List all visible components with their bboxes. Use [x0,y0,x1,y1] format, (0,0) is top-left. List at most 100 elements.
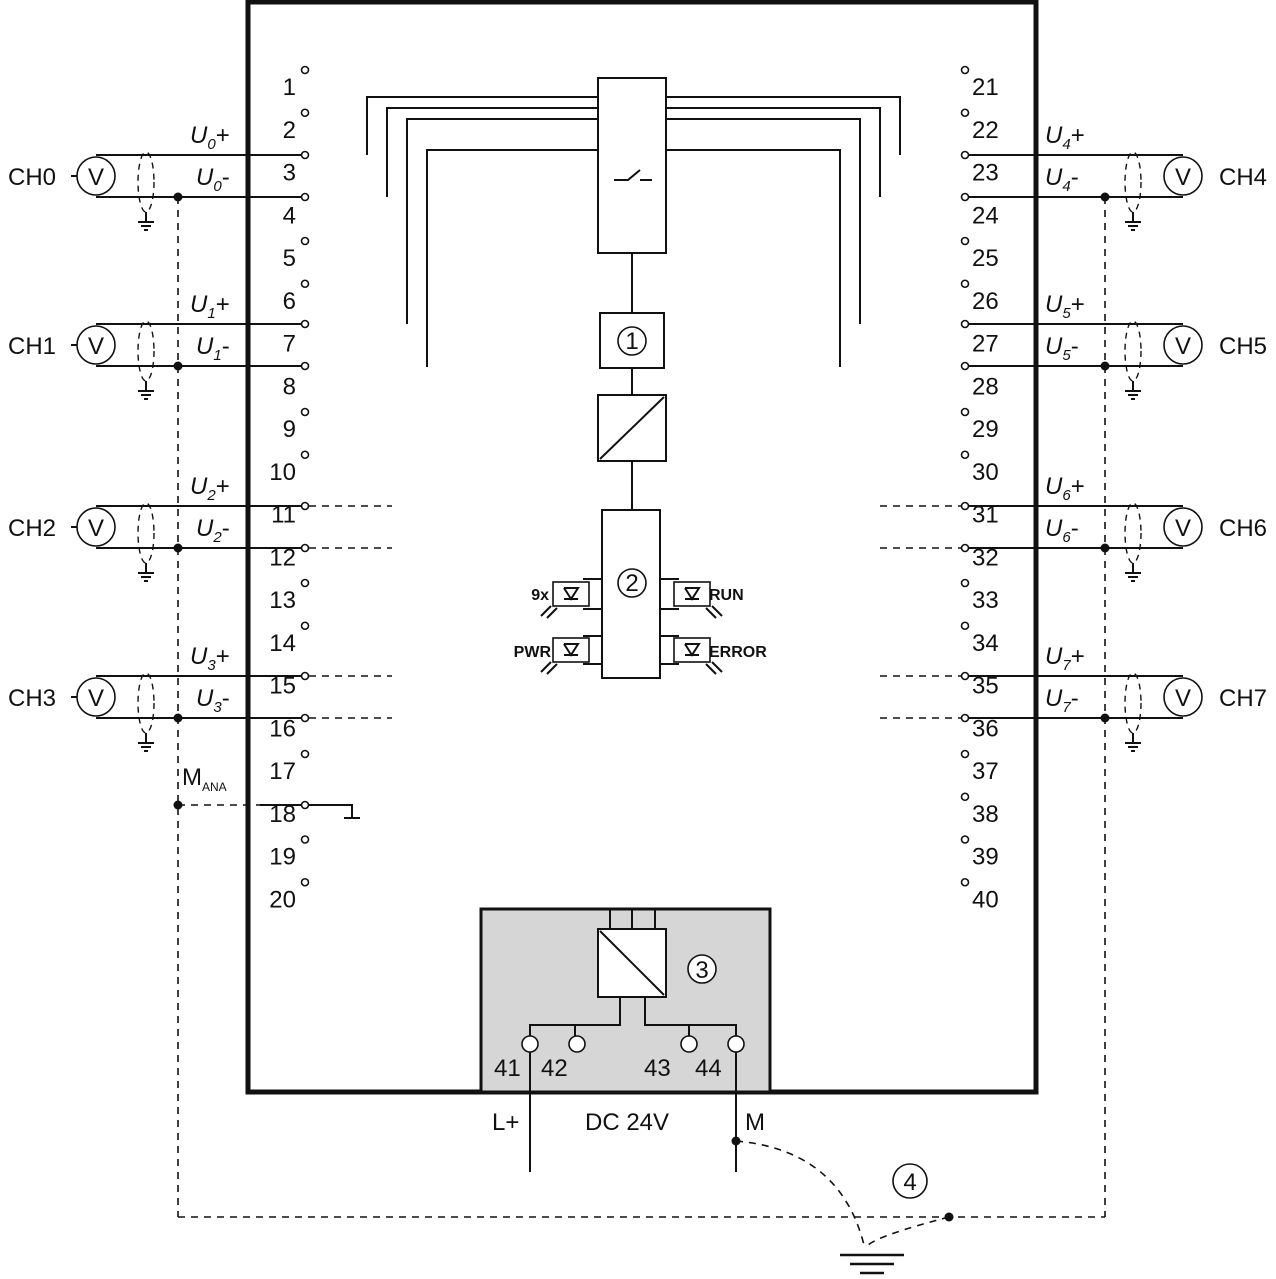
wiring [71,0,1203,1275]
callout-3-circle [687,954,717,984]
signal-index: 0 [213,178,222,195]
signal-label-u5-minus: U5- [1045,333,1079,364]
signal-letter: U [190,122,208,149]
signal-letter: U [1045,122,1063,149]
signal-index: 2 [206,487,216,504]
signal-index: 3 [213,699,222,716]
terminal-number-left: 19 [269,844,296,871]
signal-letter: U [1045,515,1063,542]
mana-label: MANA [182,764,227,794]
terminal-right-38 [960,792,970,802]
terminal-6-minus [960,543,970,553]
signal-sign: + [216,291,230,318]
channel-label-ch3: CH3 [8,685,56,712]
signal-label-u5-plus: U5+ [1045,291,1085,322]
callout-4-circle [892,1163,928,1199]
callout-3: 3 [695,957,708,984]
shield-ch2 [137,502,155,564]
mana-sub: ANA [202,780,227,794]
terminal-number-right: 35 [972,673,999,700]
channel-label-ch5: CH5 [1219,333,1267,360]
callout-1-circle [617,326,647,356]
led-label-run: RUN [709,587,744,604]
shield-ch0 [137,151,155,213]
signal-sign: - [1071,685,1079,712]
labels: 1234567891011121314151617181920212223242… [8,74,1267,1196]
terminal-left-2 [300,108,310,118]
callout-2-circle [617,568,647,598]
power-terminal-42 [568,1035,586,1053]
terminal-3-plus [300,671,310,681]
terminal-right-34 [960,621,970,631]
terminal-left-6 [300,279,310,289]
terminal-left-20 [300,877,310,887]
terminal-number-right: 32 [972,544,999,571]
signal-sign: - [222,515,230,542]
terminal-number-right: 38 [972,801,999,828]
terminal-number-left: 1 [283,74,296,101]
bus-ch4-minus [666,107,881,197]
terminal-18 [300,800,310,810]
signal-label-u6-plus: U6+ [1045,473,1085,504]
terminal-6-plus [960,501,970,511]
signal-index: 4 [1062,136,1070,153]
channel-label-ch7: CH7 [1219,685,1267,712]
voltmeter-symbol-ch3: V [88,685,104,712]
signal-label-u2-minus: U2- [196,515,230,546]
signal-letter: U [1045,291,1063,318]
terminal-number-left: 11 [271,502,296,529]
bus-ch0-minus [386,107,598,197]
led-9x-diode-icon [563,587,580,601]
signal-index: 3 [207,657,216,674]
power-terminal-43 [680,1035,698,1053]
terminal-4-plus [960,150,970,160]
channel-label-ch6: CH6 [1219,515,1267,542]
callout-2: 2 [625,570,638,597]
terminal-number-left: 7 [283,331,296,358]
shield-ch5 [1124,320,1142,382]
led-error-ray-icon [705,663,717,675]
terminal-number-left: 20 [269,886,296,913]
voltmeter-symbol-ch2: V [88,515,104,542]
terminal-number-left: 6 [283,288,296,315]
power-terminal-label-42: 42 [541,1055,568,1082]
terminal-2-plus [300,501,310,511]
led-pwr-ray-icon [546,663,558,675]
led-error-frame [673,637,711,663]
supply-lplus-label: L+ [492,1109,519,1136]
terminal-4-minus [960,192,970,202]
terminal-right-25 [960,236,970,246]
signal-letter: U [1045,473,1063,500]
led-run-diode-icon [684,587,701,601]
terminal-number-left: 15 [269,673,296,700]
terminal-right-29 [960,407,970,417]
led-9x-ray-icon [540,605,552,617]
signal-index: 2 [212,529,222,546]
callout-4: 4 [903,1169,916,1196]
signal-letter: U [196,164,214,191]
led-pwr-ray-icon [540,661,552,673]
terminal-number-right: 21 [972,74,999,101]
signal-label-u4-plus: U4+ [1045,122,1085,153]
signal-label-u0-minus: U0- [196,164,230,195]
signal-sign: - [222,164,230,191]
shield-ch4 [1124,151,1142,213]
bus-ch1-minus [426,149,598,367]
terminal-right-33 [960,578,970,588]
power-wire-44 [644,997,737,1036]
power-terminal-label-41: 41 [494,1055,521,1082]
terminal-right-30 [960,450,970,460]
terminal-number-left: 18 [269,801,296,828]
led-error-ray-icon [711,661,723,673]
multiplexer-switch-icon [614,169,641,181]
signal-letter: U [1045,685,1063,712]
terminal-left-1 [300,65,310,75]
terminal-0-minus [300,192,310,202]
bus-ch1-plus [406,118,598,324]
signal-sign: + [216,122,230,149]
signal-sign: + [216,473,230,500]
callout-1: 1 [625,328,638,355]
terminal-number-left: 12 [269,544,296,571]
bus-ch4-plus [666,96,901,155]
terminal-right-40 [960,877,970,887]
